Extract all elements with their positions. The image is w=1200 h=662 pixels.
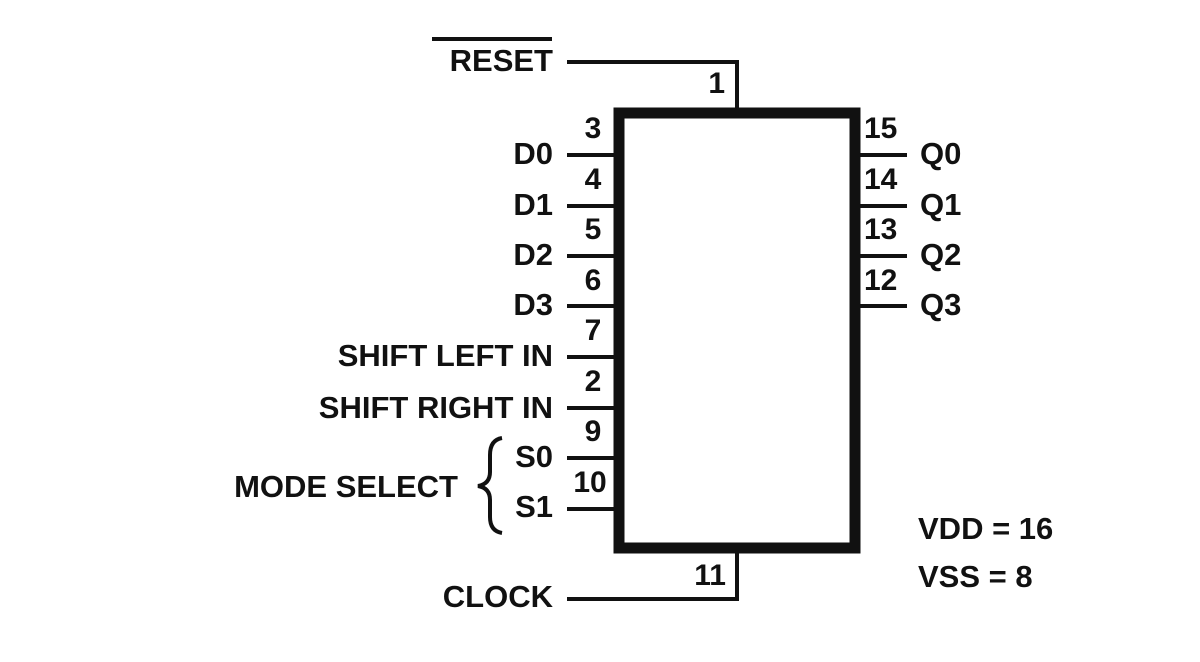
clock-signal: 11 CLOCK [443,553,739,614]
reset-wire [567,60,739,108]
signal-label: SHIFT RIGHT IN [319,390,553,425]
pin-number: 2 [585,365,602,398]
pin-number: 15 [864,112,897,145]
output-q3: 12 Q3 [860,264,961,322]
input-d1: 4 D1 [513,163,614,222]
pin-number: 13 [864,213,897,246]
input-s0: 9 S0 [515,415,614,474]
signal-label: SHIFT LEFT IN [338,338,553,373]
signal-label: D0 [513,136,553,171]
output-q0: 15 Q0 [860,112,961,171]
input-d0: 3 D0 [513,112,614,171]
reset-label: RESET [450,43,553,78]
signal-label: Q1 [920,187,961,222]
pin-number: 6 [585,264,602,297]
mode-select-group: MODE SELECT [234,436,503,535]
signal-label: Q2 [920,237,961,272]
signal-label: S0 [515,439,553,474]
power-pins: VDD = 16 VSS = 8 [918,511,1053,594]
input-d2: 5 D2 [513,213,614,272]
signal-label: D3 [513,287,553,322]
input-s1: 10 S1 [515,466,614,524]
pin-number: 9 [585,415,602,448]
pin-number: 14 [864,163,898,196]
pin-number: 12 [864,264,897,297]
reset-signal: RESET 1 [432,37,739,108]
pin-number: 5 [585,213,602,246]
pin-number: 10 [573,466,606,499]
clock-wire [567,553,739,601]
signal-label: Q3 [920,287,961,322]
signal-label: S1 [515,489,553,524]
input-shift-right-in: 2 SHIFT RIGHT IN [319,365,614,425]
mode-select-label: MODE SELECT [234,469,458,504]
pin-number: 4 [585,163,602,196]
reset-pin-number: 1 [708,67,725,100]
clock-label: CLOCK [443,579,554,614]
ic-body [613,107,861,554]
left-brace-icon [477,436,503,535]
input-shift-left-in: 7 SHIFT LEFT IN [338,314,614,373]
pin-number: 7 [585,314,602,347]
input-d3: 6 D3 [513,264,614,322]
output-q1: 14 Q1 [860,163,961,222]
output-q2: 13 Q2 [860,213,961,272]
pin-number: 3 [585,112,602,145]
signal-label: Q0 [920,136,961,171]
signal-label: D2 [513,237,553,272]
vss-label: VSS = 8 [918,559,1033,594]
clock-pin-number: 11 [694,559,726,592]
vdd-label: VDD = 16 [918,511,1053,546]
signal-label: D1 [513,187,553,222]
